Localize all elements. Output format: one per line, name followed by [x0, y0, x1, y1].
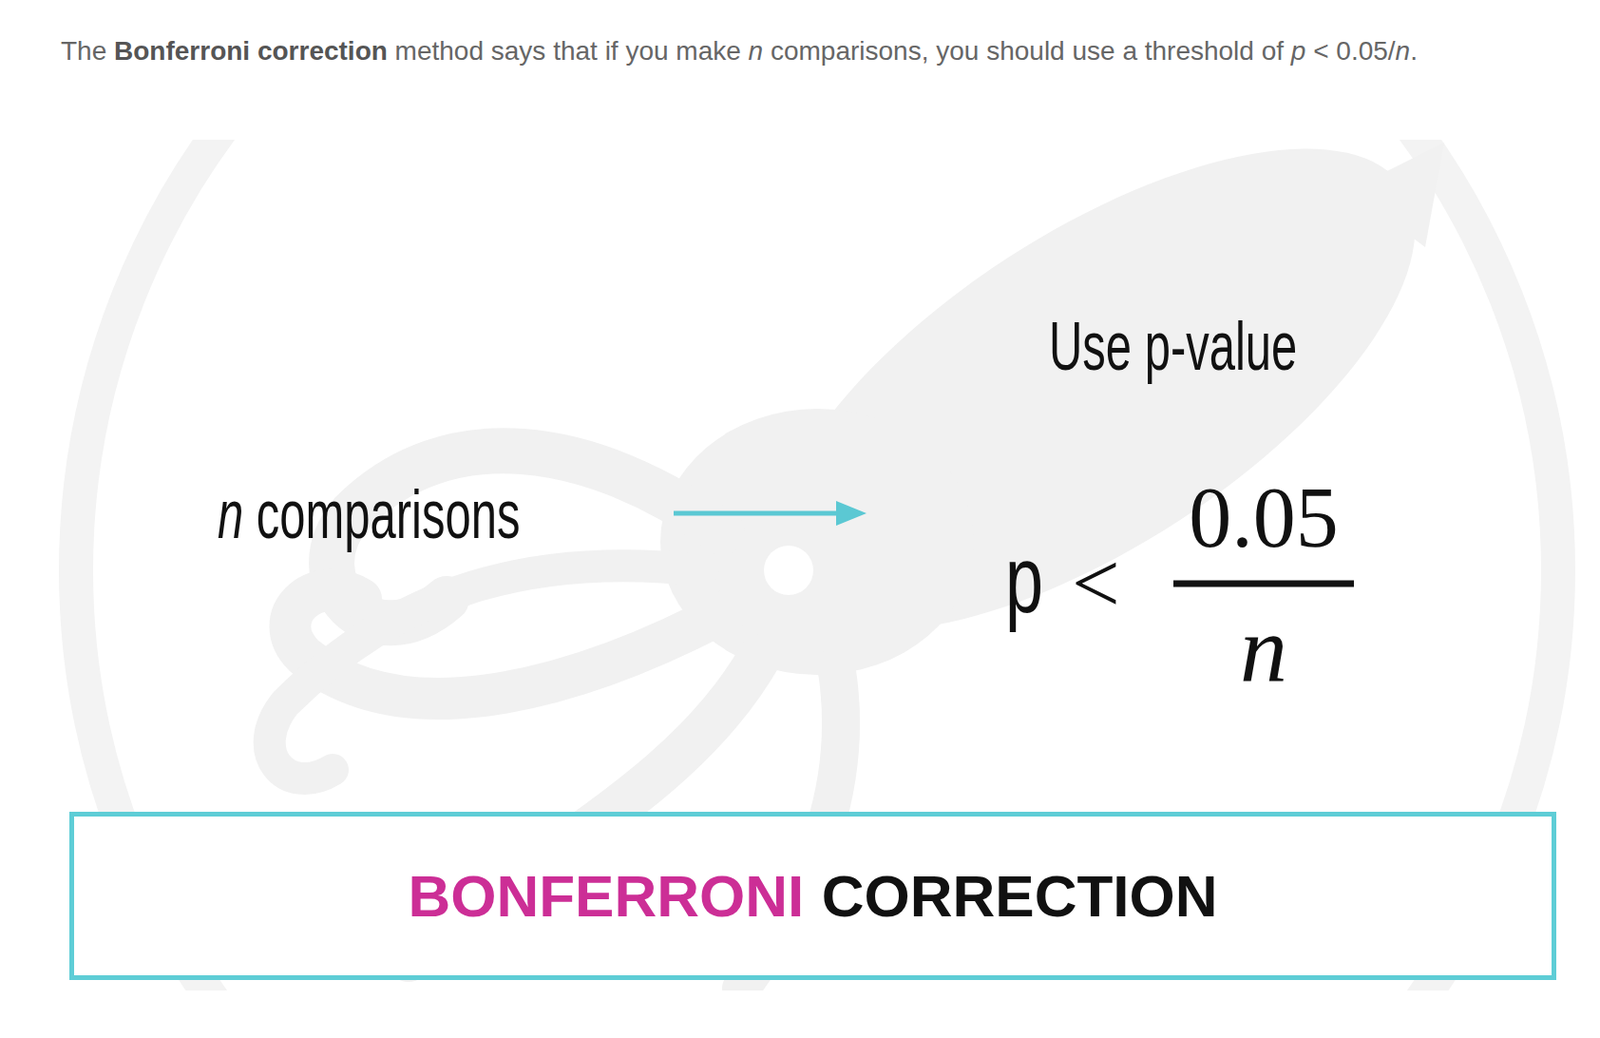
fraction-numerator: 0.05: [1188, 475, 1339, 561]
text-run: The: [60, 36, 115, 66]
text-run: comparisons: [243, 476, 520, 553]
threshold-heading: Use p-value: [1048, 311, 1297, 381]
fraction-bar: [1173, 580, 1354, 588]
intro-paragraph: The Bonferroni correction method says th…: [60, 20, 1562, 82]
text-emphasis: n: [748, 36, 764, 66]
p-symbol: p: [1005, 531, 1044, 627]
squid-eye: [763, 545, 814, 595]
comparisons-label: n comparisons: [217, 479, 520, 549]
text-run: < 0.05/: [1305, 36, 1395, 66]
text-emphasis: p: [1291, 36, 1307, 66]
less-than-symbol: <: [1071, 540, 1121, 627]
title-box: BONFERRONI CORRECTION: [69, 811, 1557, 980]
fraction-denominator: n: [1239, 601, 1288, 697]
squid-fin: [1349, 142, 1445, 248]
text-emphasis: n: [217, 476, 244, 553]
text-run: comparisons, you should use a threshold …: [762, 36, 1292, 66]
flow-arrow: [673, 500, 867, 526]
box-title-word: CORRECTION: [821, 866, 1219, 926]
text-run: method says that if you make: [387, 36, 749, 66]
text-emphasis: n: [1395, 36, 1411, 66]
box-title-word: BONFERRONI: [407, 866, 804, 926]
text-emphasis: Bonferroni correction: [114, 36, 388, 66]
text-run: .: [1409, 36, 1418, 66]
